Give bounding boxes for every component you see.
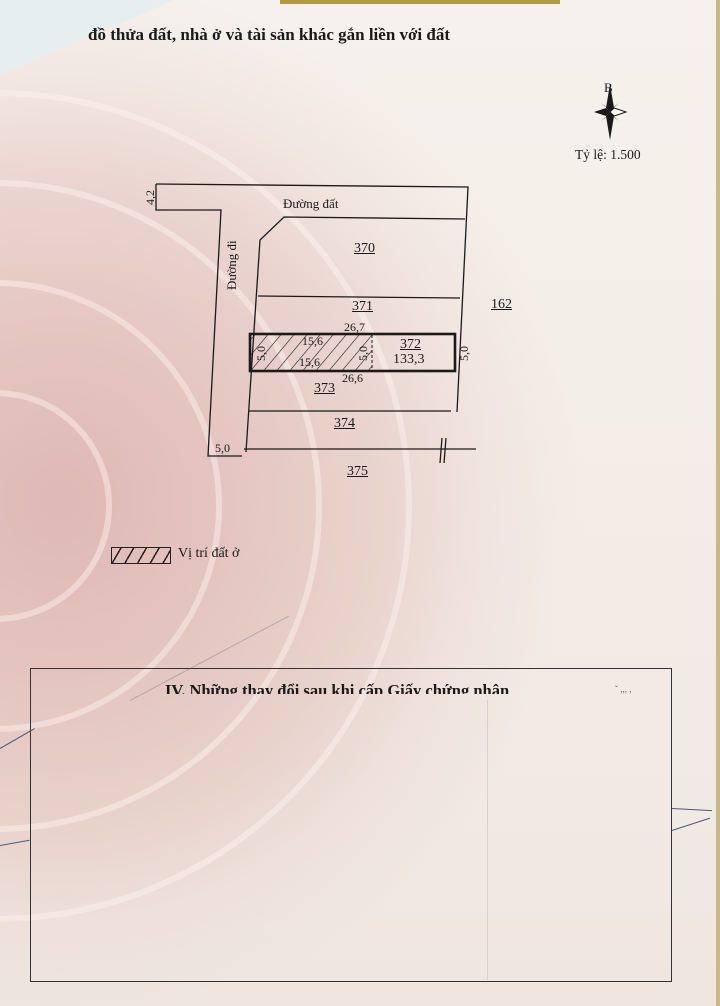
parcel-162: 162: [491, 297, 512, 312]
dimension-hatched-right: 5,0: [356, 346, 370, 361]
parcel-371: 371: [352, 299, 373, 314]
background-edge: [280, 0, 560, 4]
parcel-373: 373: [314, 381, 335, 396]
hatch-legend-swatch: [111, 547, 171, 564]
dimension-hatched-bottom: 15,6: [299, 355, 320, 369]
parcel-374: 374: [334, 416, 355, 431]
road-label-top: Đường đất: [283, 196, 339, 211]
changes-section-box: [30, 668, 672, 982]
parcel-375: 375: [347, 464, 368, 479]
legend-label: Vị trí đất ở: [178, 546, 240, 561]
dimension-road-top: 4,2: [143, 190, 157, 205]
folded-corner: [0, 0, 175, 75]
road-label-side: Đường đi: [224, 240, 239, 290]
dimension-parcel-bottom: 26,6: [342, 371, 363, 385]
dimension-parcel-right: 5,0: [457, 346, 471, 361]
dimension-road-bottom: 5,0: [215, 441, 230, 455]
paper-edge: [716, 0, 720, 1006]
parcel-372-area: 133,3: [393, 352, 425, 367]
section-iv-title: IV. Những thay đổi sau khi cấp Giấy chứn…: [165, 681, 510, 700]
parcel-370: 370: [354, 241, 375, 256]
north-arrow-compass-icon: [594, 84, 628, 140]
hatched-residential-area: [251, 335, 372, 370]
dimension-hatched-left: 5,0: [254, 346, 268, 361]
section-divider: [487, 700, 488, 980]
page-title: đồ thửa đất, nhà ở và tài sản khác gắn l…: [88, 25, 451, 44]
north-label: B: [604, 80, 613, 95]
faint-mark: ˇ ,,, ,: [615, 684, 632, 694]
map-scale: Tỷ lệ: 1.500: [575, 147, 641, 162]
dimension-parcel-top: 26,7: [344, 320, 365, 334]
parcel-372: 372: [400, 337, 421, 352]
dimension-hatched-top: 15,6: [302, 334, 323, 348]
